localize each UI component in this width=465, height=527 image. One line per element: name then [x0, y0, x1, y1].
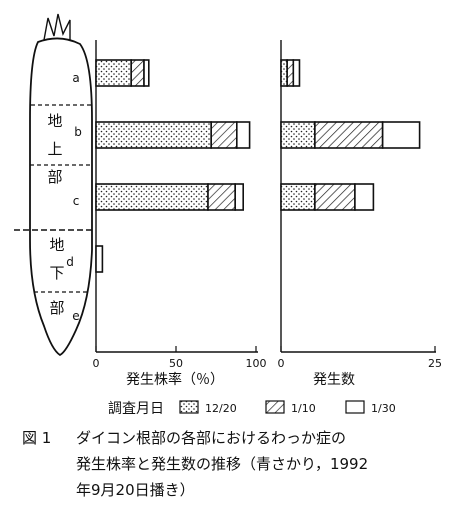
- bar-count-c-1-30: [354, 183, 375, 211]
- bar-rate-c-1-10: [207, 183, 237, 211]
- label-cat-a: a: [72, 71, 79, 85]
- bar-count-a-12-20: [280, 59, 288, 87]
- bar-rate-b-12-20: [95, 121, 212, 149]
- section-labels: 地 上 部 地 下 部 a b c d e: [47, 71, 81, 323]
- bar-count-b-1-10: [314, 121, 384, 149]
- bar-count-a-1-30: [292, 59, 301, 87]
- radish-illustration: [14, 13, 95, 357]
- label-below-1: 地: [49, 236, 64, 254]
- legend-label-1-10: 1/10: [291, 402, 316, 415]
- label-above-1: 地: [47, 112, 62, 130]
- legend-label-12-20: 12/20: [205, 402, 237, 415]
- label-cat-b: b: [74, 125, 82, 139]
- bar-rate-a-1-30: [143, 59, 150, 87]
- label-cat-e: e: [72, 309, 79, 323]
- tick-label-rate-50: 50: [169, 357, 183, 370]
- panel-rate-xlabel: 発生株率（％）: [126, 371, 224, 388]
- label-above-3: 部: [47, 168, 62, 186]
- label-below-3: 部: [49, 299, 64, 317]
- bar-rate-b-1-10: [210, 121, 238, 149]
- radish-leaves: [43, 13, 71, 41]
- radish-body: [29, 37, 93, 357]
- legend-swatch-1-10: [265, 400, 285, 414]
- bar-rate-a-12-20: [95, 59, 133, 87]
- panel-rate-ticks: 0 50 100: [93, 346, 267, 370]
- bar-count-c-1-10: [314, 183, 356, 211]
- tick-label-rate-0: 0: [93, 357, 100, 370]
- bar-rate-b-1-30: [236, 121, 251, 149]
- bar-rate-c-12-20: [95, 183, 209, 211]
- label-cat-c: c: [73, 194, 80, 208]
- bar-count-b-12-20: [280, 121, 316, 149]
- bar-rate-d-1-30: [95, 245, 104, 273]
- panel-count-bars: [280, 59, 421, 211]
- bar-count-a-1-10: [286, 59, 295, 87]
- legend-swatch-12-20: [179, 400, 199, 414]
- panel-count-ticks: 0 25: [278, 346, 442, 370]
- caption-line-2: 発生株率と発生数の推移（青さかり，1992: [76, 455, 369, 473]
- label-above-2: 上: [47, 140, 62, 158]
- caption-line-1: ダイコン根部の各部におけるわっか症の: [76, 429, 347, 447]
- panel-count-xlabel: 発生数: [313, 372, 355, 388]
- legend-label-1-30: 1/30: [371, 402, 396, 415]
- bar-rate-c-1-30: [234, 183, 244, 211]
- bar-count-b-1-30: [381, 121, 421, 149]
- tick-label-rate-100: 100: [246, 357, 267, 370]
- legend-title: 調査月日: [108, 401, 164, 417]
- legend: 調査月日 12/20 1/10 1/30: [108, 400, 396, 417]
- legend-swatch-1-30: [345, 400, 365, 414]
- figure-label: 図 1: [22, 429, 52, 447]
- panel-rate-bars: [95, 59, 251, 273]
- bar-rate-a-1-10: [130, 59, 145, 87]
- caption-line-3: 年9月20日播き）: [76, 481, 195, 499]
- tick-label-count-25: 25: [428, 357, 442, 370]
- label-cat-d: d: [66, 255, 74, 269]
- label-below-2: 下: [49, 264, 64, 282]
- bar-count-c-12-20: [280, 183, 316, 211]
- tick-label-count-0: 0: [278, 357, 285, 370]
